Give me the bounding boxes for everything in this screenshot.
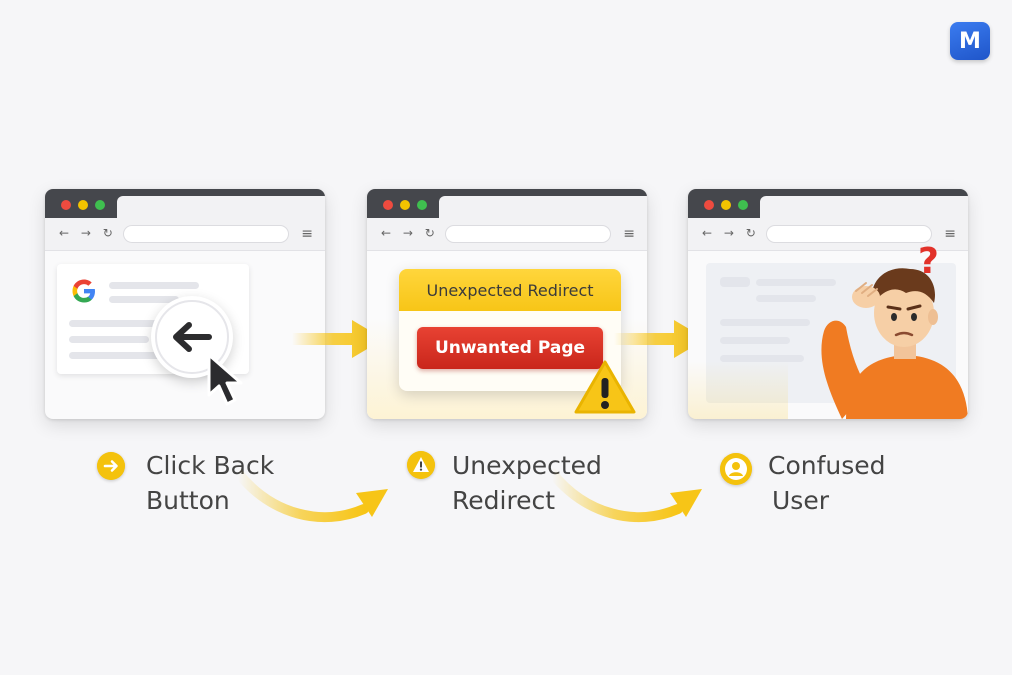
menu-icon: ≡ [944,226,956,242]
browser-toolbar: ← → ↻ ≡ [688,218,968,251]
nav-arrows-icon: ← → ↻ [381,226,439,240]
menu-icon: ≡ [623,226,635,242]
dialog-title: Unexpected Redirect [399,269,621,311]
curved-arrow-icon [547,468,702,523]
page-line [720,337,790,344]
flow-arrow-icon [614,320,706,358]
caption-line: Unexpected [452,451,602,480]
caption-line: Button [146,486,230,515]
browser-tab [760,196,968,218]
close-dot-icon [383,200,393,210]
browser-titlebar [45,189,325,218]
minimize-dot-icon [400,200,410,210]
unwanted-page-button[interactable]: Unwanted Page [417,327,603,369]
step-caption-confused-user: Confused User [768,448,886,518]
user-icon [720,453,752,485]
result-text-line [69,336,149,343]
browser-titlebar [367,189,647,218]
flow-arrow-icon [292,320,384,358]
question-mark-icon: ? [918,241,939,282]
browser-titlebar [688,189,968,218]
browser-content: Unexpected Redirect Unwanted Page [367,251,647,419]
address-bar [123,225,289,243]
result-text-line [69,320,179,327]
address-bar [766,225,932,243]
browser-toolbar: ← → ↻ ≡ [367,218,647,251]
page-line [720,277,750,287]
content-glow [688,361,788,419]
caption-line: Redirect [452,486,556,515]
maximize-dot-icon [417,200,427,210]
result-text-line [69,352,165,359]
mouse-cursor-icon [207,353,243,406]
caption-line: User [772,486,829,515]
browser-content [45,251,325,419]
browser-window-click-back: ← → ↻ ≡ [45,189,325,419]
result-text-line [109,296,179,303]
browser-content: ? [688,241,968,419]
browser-tab [439,196,647,218]
warning-icon [574,360,636,414]
brand-logo: M [950,22,990,60]
page-line [756,279,836,286]
minimize-dot-icon [78,200,88,210]
step-caption-unexpected-redirect: Unexpected Redirect [452,448,602,518]
nav-arrows-icon: ← → ↻ [702,226,760,240]
step-caption-click-back: Click Back Button [146,448,274,518]
google-logo-icon [72,279,95,303]
redirect-dialog: Unexpected Redirect Unwanted Page [399,269,621,391]
browser-tab [117,196,325,218]
back-arrow-icon [155,300,229,374]
caption-line: Click Back [146,451,275,480]
maximize-dot-icon [738,200,748,210]
menu-icon: ≡ [301,226,313,242]
browser-toolbar: ← → ↻ ≡ [45,218,325,251]
caption-line: Confused [768,451,886,480]
curved-arrow-icon [233,468,388,523]
page-line [756,295,816,302]
browser-window-redirect: ← → ↻ ≡ Unexpected Redirect Unwanted Pag… [367,189,647,419]
browser-window-confused: ← → ↻ ≡ [688,189,968,419]
arrow-circle-icon [97,452,125,480]
minimize-dot-icon [721,200,731,210]
nav-arrows-icon: ← → ↻ [59,226,117,240]
result-text-line [109,282,199,289]
maximize-dot-icon [95,200,105,210]
confused-person-icon [821,268,968,419]
page-line [720,355,804,362]
close-dot-icon [61,200,71,210]
close-dot-icon [704,200,714,210]
warning-icon [407,451,435,479]
page-line [720,319,810,326]
address-bar [445,225,611,243]
